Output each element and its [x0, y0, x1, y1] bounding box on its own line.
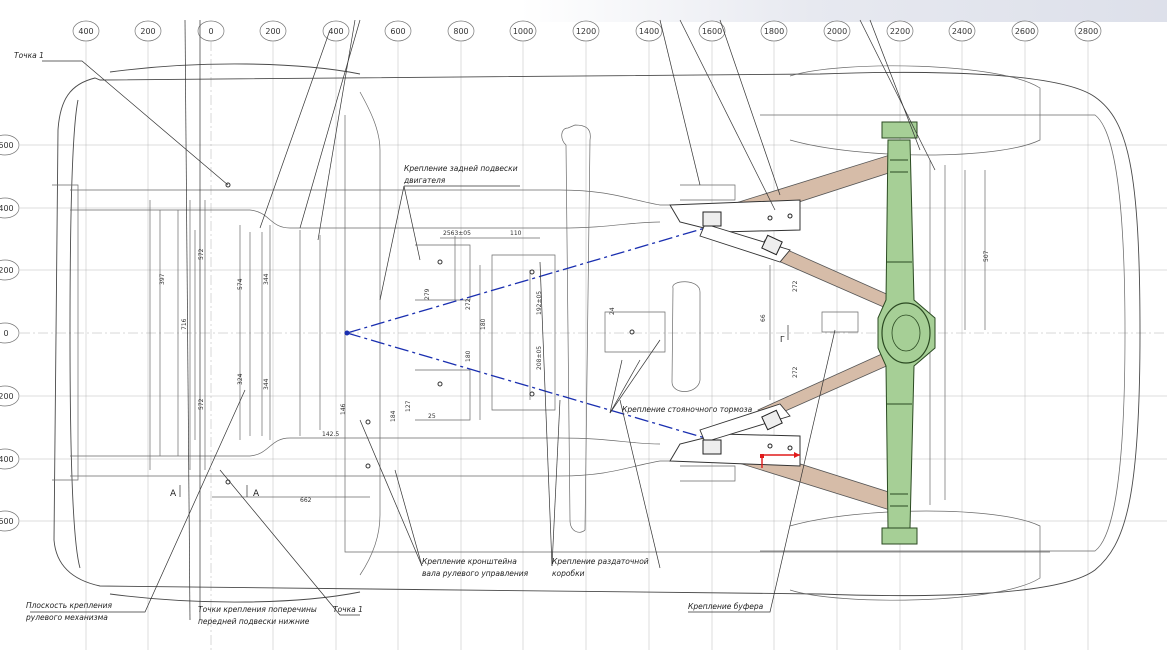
section-marks: A A Г: [170, 325, 789, 499]
label-steering-bracket-2: вала рулевого управления: [422, 569, 529, 578]
top-ruler-label: 2400: [952, 27, 972, 36]
top-ruler-label: 1400: [639, 27, 659, 36]
rear-axle: [877, 121, 936, 545]
dimension-lines: [159, 170, 986, 498]
left-ruler-label: 600: [0, 141, 14, 150]
dim-272b: 272: [792, 366, 799, 378]
section-mark-a-left: A: [170, 489, 177, 499]
top-ruler-label: 600: [390, 27, 405, 36]
left-ruler-marker: [0, 197, 20, 219]
dim-24: 24: [609, 307, 616, 315]
label-transfer-case-2: коробки: [552, 569, 585, 578]
dim-127: 127: [405, 400, 412, 412]
dim-192: 192±05: [536, 291, 543, 315]
dim-272a: 272: [792, 280, 799, 292]
label-transfer-case-1: Крепление раздаточной: [552, 557, 649, 566]
label-lower-arm-1: Точки крепления поперечины: [198, 605, 317, 614]
top-ruler-label: 200: [140, 27, 155, 36]
left-ruler-label: 200: [0, 392, 14, 401]
dim-324: 324: [237, 373, 244, 385]
label-steering-plane-1: Плоскость крепления: [26, 601, 113, 610]
section-mark-a-right: A: [253, 489, 260, 499]
left-ruler-label: 200: [0, 266, 14, 275]
body-outline: [52, 63, 1141, 603]
dim-208: 208±05: [536, 346, 543, 370]
top-ruler-label: 200: [265, 27, 280, 36]
label-stabilizer: Крепление стояночного тормоза: [622, 405, 753, 414]
annotations: Точка 1 Крепление задней подвески двигат…: [14, 51, 764, 626]
left-ruler-marker: [0, 385, 20, 407]
left-ruler-label: 0: [3, 329, 8, 338]
top-ruler-label: 400: [78, 27, 93, 36]
label-point1-bottom: Точка 1: [333, 605, 363, 614]
dim-180a: 180: [480, 318, 487, 330]
section-mark-g: Г: [780, 335, 785, 344]
dim-572b: 572: [198, 398, 205, 410]
dim-716: 716: [181, 318, 188, 330]
header-gradient-bar: [520, 0, 1167, 22]
left-ruler-marker: [0, 259, 20, 281]
top-ruler-label: 400: [328, 27, 343, 36]
dim-572a: 572: [198, 248, 205, 260]
dim-2563: 2563±05: [443, 230, 471, 237]
left-ruler: 600 400 200 0 200 400 600: [0, 134, 20, 532]
left-ruler-marker: [0, 134, 20, 156]
label-engine-mount-1: Крепление задней подвески: [404, 164, 518, 173]
dim-344a: 344: [263, 273, 270, 285]
alignment-lines: [344, 163, 901, 501]
top-ruler-label: 1200: [576, 27, 596, 36]
dim-574: 574: [237, 278, 244, 290]
dim-344b: 344: [263, 378, 270, 390]
reference-point: [344, 330, 350, 336]
leader-lines: [30, 19, 936, 621]
frame-rails: [70, 184, 859, 482]
top-ruler-label: 0: [208, 27, 213, 36]
top-ruler-label: 800: [453, 27, 468, 36]
dim-180b: 180: [465, 350, 472, 362]
red-direction-marks: [760, 452, 800, 468]
top-ruler-label: 1000: [513, 27, 533, 36]
left-ruler-marker: [0, 448, 20, 470]
left-ruler-marker: [0, 322, 20, 344]
mount-brackets: [669, 199, 801, 467]
top-ruler-label: 2200: [890, 27, 910, 36]
dim-662: 662: [300, 497, 312, 504]
left-ruler-label: 400: [0, 455, 14, 464]
dim-397: 397: [159, 273, 166, 285]
horizontal-grid: [20, 144, 1167, 522]
dimension-labels: 2563±05 110 279 272 180 180 192±05 208±0…: [159, 230, 990, 504]
label-steering-plane-2: рулевого механизма: [25, 613, 108, 622]
top-ruler-label: 2600: [1015, 27, 1035, 36]
top-ruler-label: 1800: [764, 27, 784, 36]
label-point1-top: Точка 1: [14, 51, 44, 60]
label-steering-bracket-1: Крепление кронштейна: [422, 557, 517, 566]
dim-110: 110: [510, 230, 522, 237]
label-bumper: Крепление буфера: [688, 602, 764, 611]
dim-279: 279: [424, 288, 431, 300]
top-ruler-label: 1600: [702, 27, 722, 36]
dim-184: 184: [390, 410, 397, 422]
top-ruler-label: 2800: [1078, 27, 1098, 36]
left-ruler-label: 600: [0, 517, 14, 526]
dim-272: 272: [465, 298, 472, 310]
dim-25: 25: [428, 413, 436, 420]
left-ruler-marker: [0, 510, 20, 532]
label-engine-mount-2: двигателя: [403, 176, 446, 185]
mount-points: [225, 182, 635, 485]
dim-66: 66: [760, 314, 767, 322]
dim-507: 507: [983, 250, 990, 262]
dim-146: 146: [340, 403, 347, 415]
label-lower-arm-2: передней подвески нижние: [198, 617, 310, 626]
dim-1425: 142.5: [322, 431, 339, 438]
left-ruler-label: 400: [0, 204, 14, 213]
top-ruler-label: 2000: [827, 27, 847, 36]
